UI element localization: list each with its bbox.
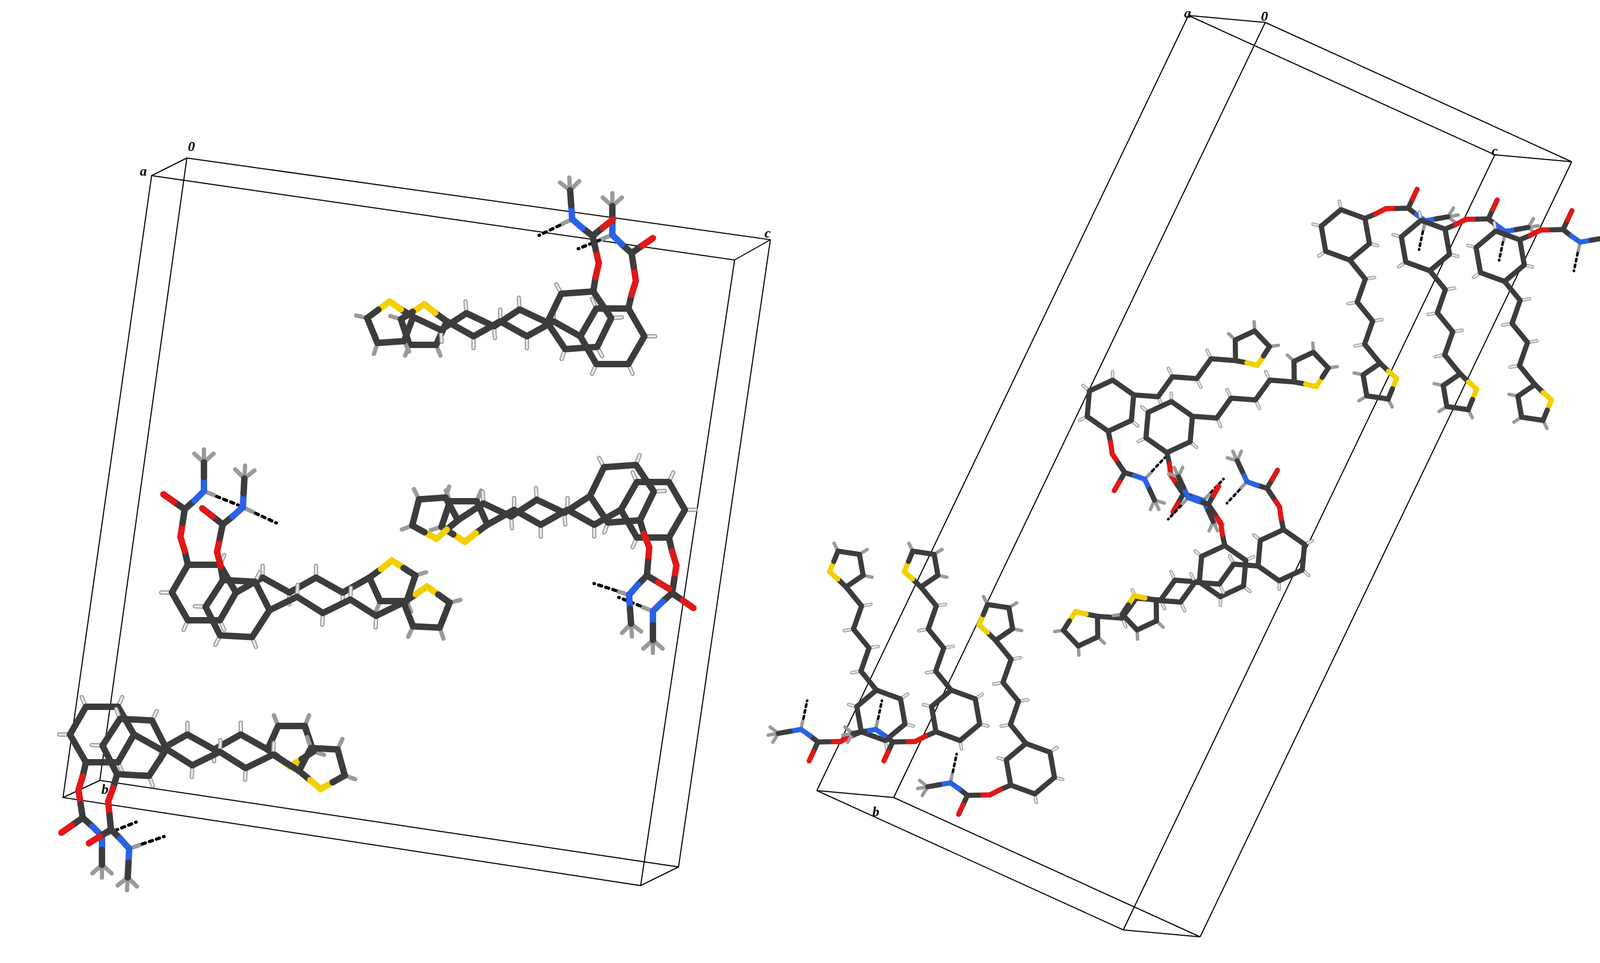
axis-label: c	[764, 226, 771, 241]
molecule	[737, 181, 1600, 823]
unit-cell	[816, 15, 1572, 937]
axis-label: b	[872, 805, 880, 819]
unit-cell	[62, 158, 771, 886]
molecule	[59, 174, 696, 902]
axis-label: a	[1184, 6, 1192, 21]
axis-label: 0	[1260, 9, 1268, 24]
axis-label: b	[101, 782, 109, 797]
axis-label: 0	[187, 139, 195, 154]
axis-label: c	[1491, 144, 1499, 159]
axis-label: a	[139, 164, 147, 179]
